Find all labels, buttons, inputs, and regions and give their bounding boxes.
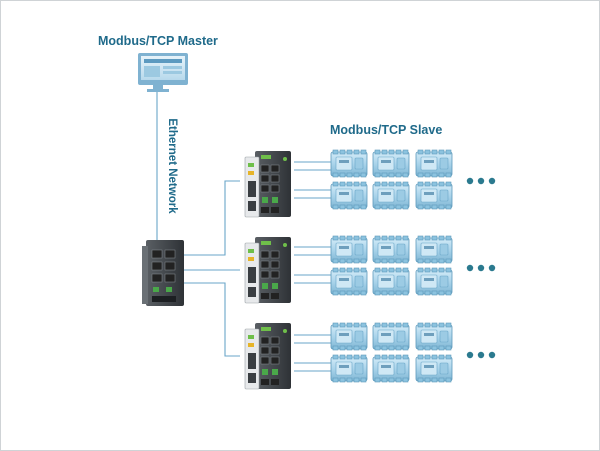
io-module-icon <box>415 354 453 383</box>
io-module-icon <box>372 267 410 296</box>
io-module-icon <box>415 322 453 351</box>
io-module-icon <box>330 354 368 383</box>
ellipsis-icon <box>466 351 496 359</box>
io-module-icon <box>415 149 453 178</box>
io-module-icon <box>372 235 410 264</box>
io-module-icon <box>372 181 410 210</box>
master-label: Modbus/TCP Master <box>98 34 218 48</box>
io-module-icon <box>415 181 453 210</box>
slave-label: Modbus/TCP Slave <box>330 123 443 137</box>
ellipsis-icon <box>466 177 496 185</box>
modbus-gateway-icon <box>244 150 292 218</box>
io-module-icon <box>372 322 410 351</box>
io-module-icon <box>372 354 410 383</box>
connection-lines <box>156 92 332 372</box>
io-module-icon <box>372 149 410 178</box>
io-module-icon <box>330 181 368 210</box>
io-module-icon <box>415 267 453 296</box>
monitor-icon <box>138 53 188 92</box>
modbus-gateway-icon <box>244 236 292 304</box>
io-module-icon <box>330 267 368 296</box>
io-module-icon <box>330 322 368 351</box>
ellipsis-icon <box>466 264 496 272</box>
io-module-icon <box>415 235 453 264</box>
modbus-gateway-icon <box>244 322 292 390</box>
io-module-icon <box>330 149 368 178</box>
industrial-switch-icon <box>142 240 184 306</box>
io-module-icon <box>330 235 368 264</box>
